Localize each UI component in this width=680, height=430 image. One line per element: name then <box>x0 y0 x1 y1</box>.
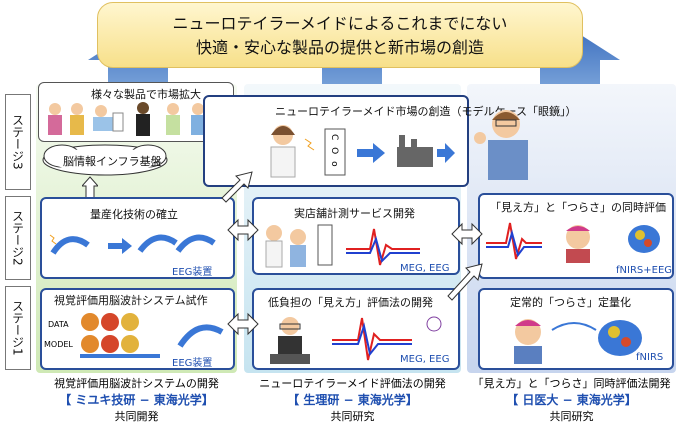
meg-eeg-tag: MEG, EEG <box>400 263 450 274</box>
chronic-strain-title: 定常的「つらさ」定量化 <box>510 296 631 309</box>
brain-infra-cloud <box>42 144 168 176</box>
fnirs-tag: fNIRS <box>636 352 664 363</box>
mass-production-title: 量産化技術の確立 <box>90 208 178 221</box>
person-icon-6 <box>191 103 205 135</box>
eye-chart-icon <box>324 128 346 176</box>
stage3-label: ステージ3 <box>5 94 31 190</box>
col1-desc: 視覚評価用脳波計システムの開発 <box>54 377 219 390</box>
person-icon-4 <box>136 102 150 136</box>
simultaneous-eval-title: 「見え方」と「つらさ」の同時評価 <box>490 201 666 214</box>
data-label: DATA <box>48 320 69 329</box>
person-icon-5 <box>166 103 180 135</box>
meg-eeg-tag-2: MEG, EEG <box>400 354 450 365</box>
eeg-device-illustration <box>49 234 216 255</box>
goal-line1: ニューロテイラーメイドによるこれまでにない <box>172 14 508 33</box>
goal-line2: 快適・安心な製品の提供と新市場の創造 <box>195 38 484 57</box>
goal-banner: ニューロテイラーメイドによるこれまでにない 快適・安心な製品の提供と新市場の創造 <box>97 2 583 68</box>
prototype-title: 視覚評価用脳波計システム試作 <box>54 294 208 307</box>
simultaneous-eval-box: 「見え方」と「つらさ」の同時評価 fNIRS+EEG <box>478 193 674 279</box>
double-arrow-s1-c1c2 <box>227 312 259 336</box>
col3-desc: 「見え方」と「つらさ」同時評価法開発 <box>472 377 671 390</box>
prototype-box: 視覚評価用脳波計システム試作 DATA MODEL EEG装置 <box>40 288 235 370</box>
double-arrow-s2-c2c3 <box>451 222 483 246</box>
mass-production-box: 量産化技術の確立 EEG装置 <box>40 197 235 279</box>
meg-eval-illustration <box>270 316 442 364</box>
fnirs-eeg-illustration <box>486 222 660 263</box>
fnirs-eeg-tag: fNIRS+EEG <box>616 265 673 276</box>
col2-type: 共同研究 <box>330 410 375 423</box>
col1-org: 【 ミユキ技研 − 東海光学】 <box>59 393 214 407</box>
col2-bottom: ニューロテイラーメイド評価法の開発 【 生理研 − 東海光学】 共同研究 <box>244 375 461 424</box>
low-burden-eval-title: 低負担の「見え方」評価法の開発 <box>268 296 433 309</box>
store-measurement-illustration <box>265 224 420 268</box>
diag-arrow-c1-to-c2 <box>221 171 253 203</box>
col3-type: 共同研究 <box>549 410 594 423</box>
eyeglasses-modelcase-illustration <box>270 125 455 178</box>
happy-man-illustration <box>474 110 528 180</box>
person-icon-2 <box>70 103 84 135</box>
fnirs-illustration <box>514 319 642 364</box>
woman-icon <box>270 125 296 178</box>
stage1-label: ステージ1 <box>5 286 31 370</box>
col1-type: 共同開発 <box>114 410 159 423</box>
market-expansion-title: 様々な製品で市場拡大 <box>91 88 201 101</box>
person-icon-1 <box>48 103 62 135</box>
diag-arrow-c2-to-c3 <box>447 263 483 301</box>
low-burden-eval-box: 低負担の「見え方」評価法の開発 MEG, EEG <box>252 288 460 370</box>
chronic-strain-box: 定常的「つらさ」定量化 fNIRS <box>478 288 674 370</box>
model-label: MODEL <box>44 340 73 349</box>
market-creation-box: ニューロテイラーメイド市場の創造（モデルケース「眼鏡」） C O o <box>203 95 577 187</box>
brain-infra-label: 脳情報インフラ基盤 <box>63 155 162 168</box>
eye-chart-letters: C O o <box>329 134 339 169</box>
col3-bottom: 「見え方」と「つらさ」同時評価法開発 【 日医大 − 東海光学】 共同研究 <box>467 375 676 424</box>
eeg-device-tag-2: EEG装置 <box>172 358 213 369</box>
person-icon-3 <box>93 105 124 132</box>
eeg-device-tag: EEG装置 <box>172 267 213 278</box>
col3-org: 【 日医大 − 東海光学】 <box>506 393 637 407</box>
stage2-label: ステージ2 <box>5 196 31 280</box>
col1-bottom: 視覚評価用脳波計システムの開発 【 ミユキ技研 − 東海光学】 共同開発 <box>36 375 237 424</box>
store-service-title: 実店舗計測サービス開発 <box>294 207 415 220</box>
up-arrow-small <box>82 176 98 198</box>
factory-icon <box>397 135 433 167</box>
double-arrow-s2-c1c2 <box>227 218 259 242</box>
col2-desc: ニューロテイラーメイド評価法の開発 <box>259 377 446 390</box>
store-service-box: 実店舗計測サービス開発 MEG, EEG <box>252 197 460 275</box>
brain-map-illustration <box>80 313 224 358</box>
col2-org: 【 生理研 − 東海光学】 <box>287 393 418 407</box>
